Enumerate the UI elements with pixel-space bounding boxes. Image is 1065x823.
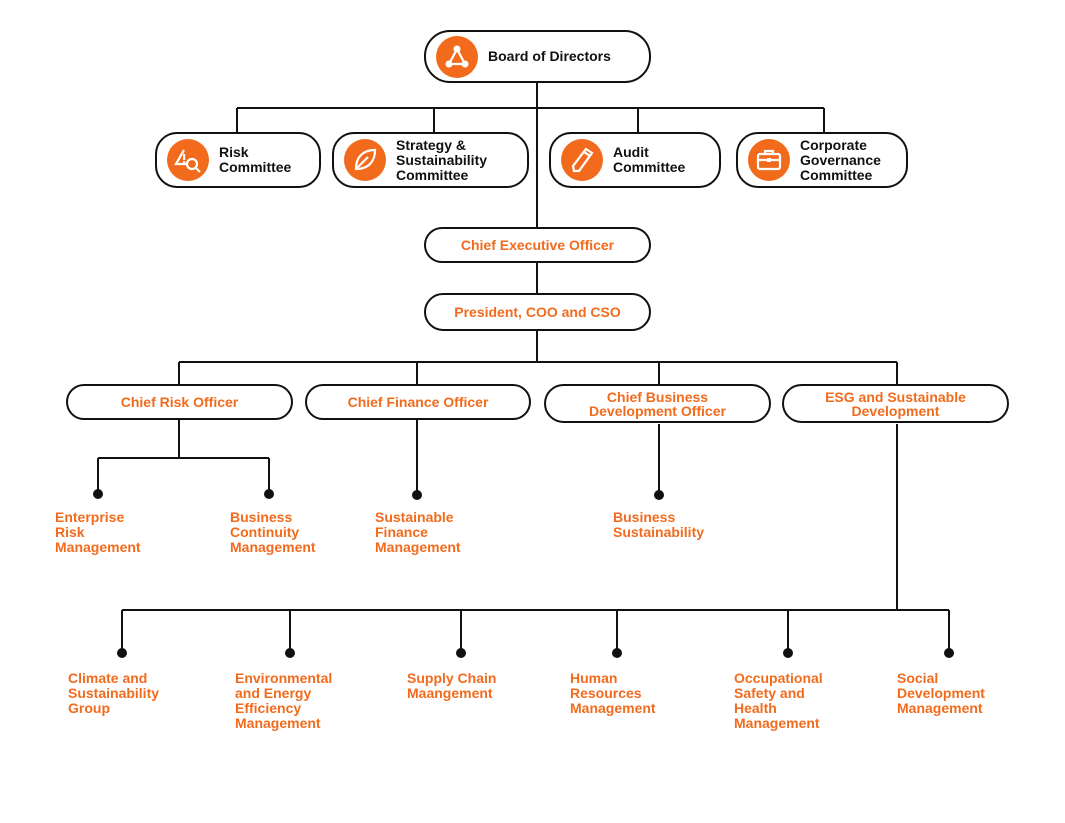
esg-unit-label: Human Resources Management (570, 670, 656, 716)
officer-label: Chief Finance Officer (347, 394, 489, 410)
connector-dot (654, 490, 664, 500)
esg-unit-label: Occupational Safety and Health Managemen… (734, 670, 823, 731)
esg-unit-label: Climate and Sustainability Group (68, 670, 160, 716)
committee-label: Corporate Governance Committee (800, 136, 881, 183)
committee-label: Strategy & Sustainability Committee (396, 136, 488, 183)
connector-dot (412, 490, 422, 500)
board-of-directors-node: Board of Directors (424, 30, 651, 83)
audit-committee-node: Audit Committee (549, 132, 721, 188)
connector-dot (783, 648, 793, 658)
leaf-icon (344, 139, 386, 181)
unit-label: Enterprise Risk Management (55, 509, 141, 555)
president-label: President, COO and CSO (454, 304, 621, 320)
network-triangle-icon (436, 35, 478, 78)
cfo-node: Chief Finance Officer (305, 384, 531, 420)
committee-label: Audit Committee (613, 144, 686, 175)
strategy-committee-node: Strategy & Sustainability Committee (332, 132, 529, 188)
connector-dot (285, 648, 295, 658)
risk-committee-node: Risk Committee (155, 132, 321, 188)
risk-search-icon (167, 139, 209, 181)
unit-label: Business Sustainability (613, 509, 705, 540)
connector-dot (117, 648, 127, 658)
esg-node: ESG and Sustainable Development (782, 384, 1009, 423)
cbdo-node: Chief Business Development Officer (544, 384, 771, 423)
ceo-label: Chief Executive Officer (460, 237, 615, 253)
connector-dot (456, 648, 466, 658)
esg-unit-label: Social Development Management (897, 670, 985, 716)
unit-label: Business Continuity Management (230, 509, 316, 555)
connector-dot (264, 489, 274, 499)
governance-committee-node: Corporate Governance Committee (736, 132, 908, 188)
unit-label: Sustainable Finance Management (375, 509, 461, 555)
briefcase-icon (748, 139, 790, 181)
president-node: President, COO and CSO (424, 293, 651, 331)
officer-label: Chief Risk Officer (120, 394, 239, 410)
committee-label: Risk Committee (219, 144, 292, 175)
officer-label: Chief Business Development Officer (589, 388, 726, 419)
esg-unit-label: Supply Chain Maangement (407, 670, 497, 701)
board-label: Board of Directors (488, 48, 611, 64)
officer-label: ESG and Sustainable Development (825, 388, 966, 419)
connector-dot (93, 489, 103, 499)
cro-node: Chief Risk Officer (66, 384, 293, 420)
connector-dot (612, 648, 622, 658)
ceo-node: Chief Executive Officer (424, 227, 651, 263)
esg-unit-label: Environmental and Energy Efficiency Mana… (235, 670, 333, 731)
connector-dot (944, 648, 954, 658)
pen-icon (561, 139, 603, 181)
